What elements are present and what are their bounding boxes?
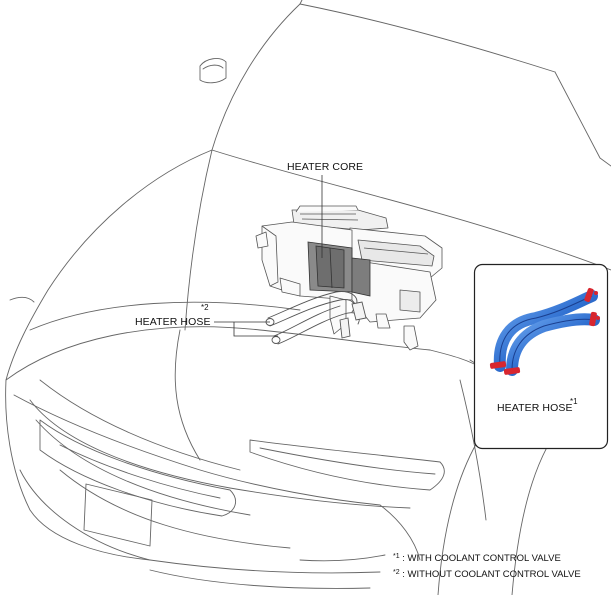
footnote-1: *1 : WITH COOLANT CONTROL VALVE <box>393 553 561 564</box>
heater-hose-left-label: HEATER HOSE <box>135 316 211 328</box>
heater-hose-inset-ref: *1 <box>570 397 578 406</box>
footnote-2-text: : WITHOUT COOLANT CONTROL VALVE <box>399 569 581 580</box>
footnote-1-text: : WITH COOLANT CONTROL VALVE <box>399 553 561 564</box>
heater-core-label: HEATER CORE <box>287 161 364 173</box>
heater-hose-inset-label: HEATER HOSE <box>497 402 573 414</box>
heater-core <box>307 241 371 297</box>
heater-hose-inset <box>489 287 600 376</box>
footnote-1-ref: *1 <box>393 553 400 560</box>
footnote-2-ref: *2 <box>393 569 400 576</box>
heater-unit <box>255 205 443 351</box>
footnote-2: *2 : WITHOUT COOLANT CONTROL VALVE <box>393 569 581 580</box>
heater-hose-left-ref: *2 <box>201 303 209 312</box>
